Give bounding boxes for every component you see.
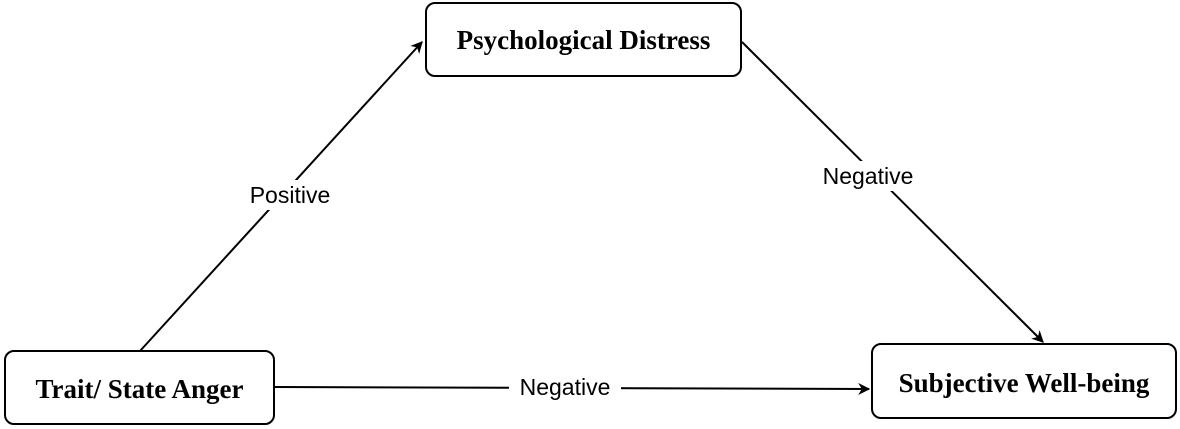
edge-label-negative-upper: Negative xyxy=(823,163,914,189)
edge-label-positive: Positive xyxy=(250,182,331,208)
node-trait-state-anger: Trait/ State Anger xyxy=(4,350,275,425)
node-psychological-distress: Psychological Distress xyxy=(425,2,742,77)
node-label-wellbeing: Subjective Well-being xyxy=(899,368,1150,398)
edge-distress-to-wellbeing: Negative xyxy=(741,41,1044,343)
label-bg-negative-upper xyxy=(812,161,924,191)
node-box-anger xyxy=(4,350,275,425)
node-label-anger: Trait/ State Anger xyxy=(36,374,244,404)
label-bg-positive xyxy=(240,180,340,210)
node-box-distress xyxy=(425,2,742,77)
arrow-distress-to-wellbeing xyxy=(741,41,1044,343)
node-subjective-well-being: Subjective Well-being xyxy=(871,343,1177,419)
node-box-wellbeing xyxy=(871,343,1177,419)
edge-anger-to-wellbeing: Negative xyxy=(274,373,871,403)
edge-anger-to-distress: Positive xyxy=(139,41,423,352)
label-bg-negative-lower xyxy=(509,373,621,403)
edge-label-negative-lower: Negative xyxy=(520,374,611,400)
node-label-distress: Psychological Distress xyxy=(457,25,711,55)
